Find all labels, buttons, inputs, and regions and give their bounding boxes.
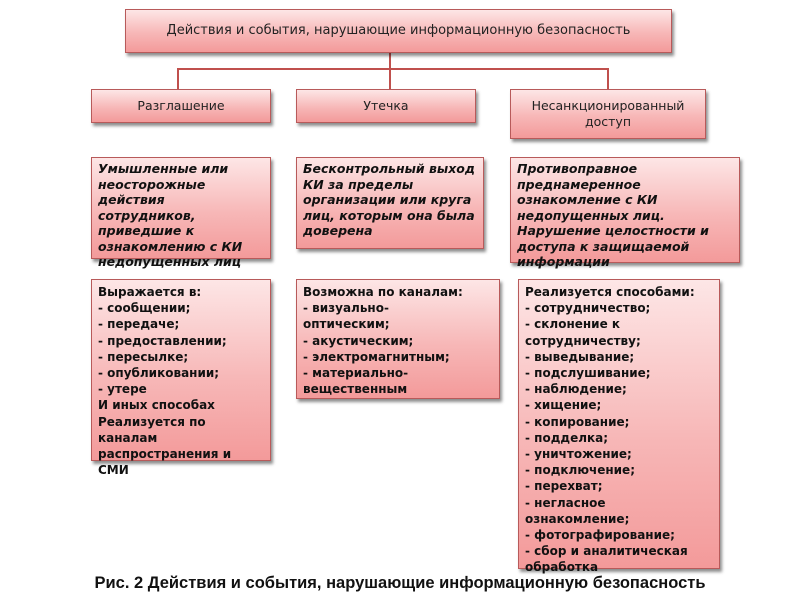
connector-left (177, 68, 179, 89)
detail-line: - выведывание; (525, 349, 635, 364)
description-leak-text: Бесконтрольный выход КИ за пределы орган… (303, 161, 475, 238)
header-unauthorized-access-label: Несанкционированный доступ (531, 98, 685, 129)
description-leak: Бесконтрольный выход КИ за пределы орган… (296, 157, 484, 249)
description-unauthorized-access: Противоправное преднамеренное ознакомлен… (510, 157, 740, 269)
detail-line: - подделка; (525, 430, 609, 445)
connector-trunk (389, 53, 391, 69)
detail-line: - копирование; (525, 414, 630, 429)
detail-line: - негласное (525, 495, 606, 510)
details-disclosure: Выражается в: - сообщении; - передаче; -… (91, 279, 271, 477)
detail-line: - наблюдение; (525, 382, 627, 397)
detail-line: - утере (98, 382, 147, 397)
details-leak: Возможна по каналам: - визуально- оптиче… (296, 279, 500, 399)
detail-line: обработка (525, 560, 599, 575)
detail-line: Возможна по каналам: (303, 285, 463, 299)
detail-line: вещественным (303, 382, 408, 397)
detail-line: Выражается в: (98, 285, 202, 299)
header-leak-label: Утечка (363, 98, 409, 113)
figure-caption: Рис. 2 Действия и события, нарушающие ин… (94, 574, 706, 592)
detail-line: - подключение; (525, 463, 635, 478)
detail-line: - фотографирование; (525, 528, 675, 543)
detail-line: распространения и (98, 447, 232, 462)
detail-line: - акустическим; (303, 333, 414, 348)
description-unauthorized-access-text: Противоправное преднамеренное ознакомлен… (517, 161, 709, 269)
header-disclosure-label: Разглашение (137, 98, 225, 113)
detail-line: СМИ (98, 463, 129, 478)
detail-line: каналам (98, 430, 158, 445)
detail-line: - уничтожение; (525, 447, 632, 462)
header-disclosure: Разглашение (91, 89, 271, 123)
details-unauthorized-access: Реализуется способами: - сотрудничество;… (518, 279, 720, 574)
detail-line: - электромагнитным; (303, 349, 450, 364)
detail-line: Реализуется способами: (525, 285, 695, 299)
detail-line: - сбор и аналитическая (525, 544, 688, 559)
header-leak: Утечка (296, 89, 476, 123)
connector-right (607, 68, 609, 89)
detail-line: - склонение к (525, 317, 621, 332)
connector-mid (389, 68, 391, 89)
detail-line: - подслушивание; (525, 366, 651, 381)
top-title-box: Действия и события, нарушающие информаци… (125, 9, 672, 53)
description-disclosure-text: Умышленные или неосторожные действия сот… (98, 161, 243, 269)
detail-line: - опубликовании; (98, 366, 220, 381)
header-unauthorized-access: Несанкционированный доступ (510, 89, 706, 139)
detail-line: - материально- (303, 366, 409, 381)
detail-line: - предоставлении; (98, 333, 227, 348)
detail-line: - визуально- (303, 301, 389, 316)
detail-line: - сотрудничество; (525, 301, 651, 316)
detail-line: оптическим; (303, 317, 390, 332)
top-title: Действия и события, нарушающие информаци… (166, 23, 631, 38)
detail-line: Реализуется по (98, 414, 206, 429)
description-disclosure: Умышленные или неосторожные действия сот… (91, 157, 271, 269)
detail-line: ознакомление; (525, 511, 630, 526)
detail-line: - передаче; (98, 317, 180, 332)
detail-line: И иных способах (98, 398, 215, 413)
detail-line: - хищение; (525, 398, 602, 413)
connector-bar (177, 68, 609, 70)
detail-line: - пересылке; (98, 349, 189, 364)
detail-line: - перехват; (525, 479, 603, 494)
detail-line: сотрудничеству; (525, 333, 641, 348)
detail-line: - сообщении; (98, 301, 191, 316)
